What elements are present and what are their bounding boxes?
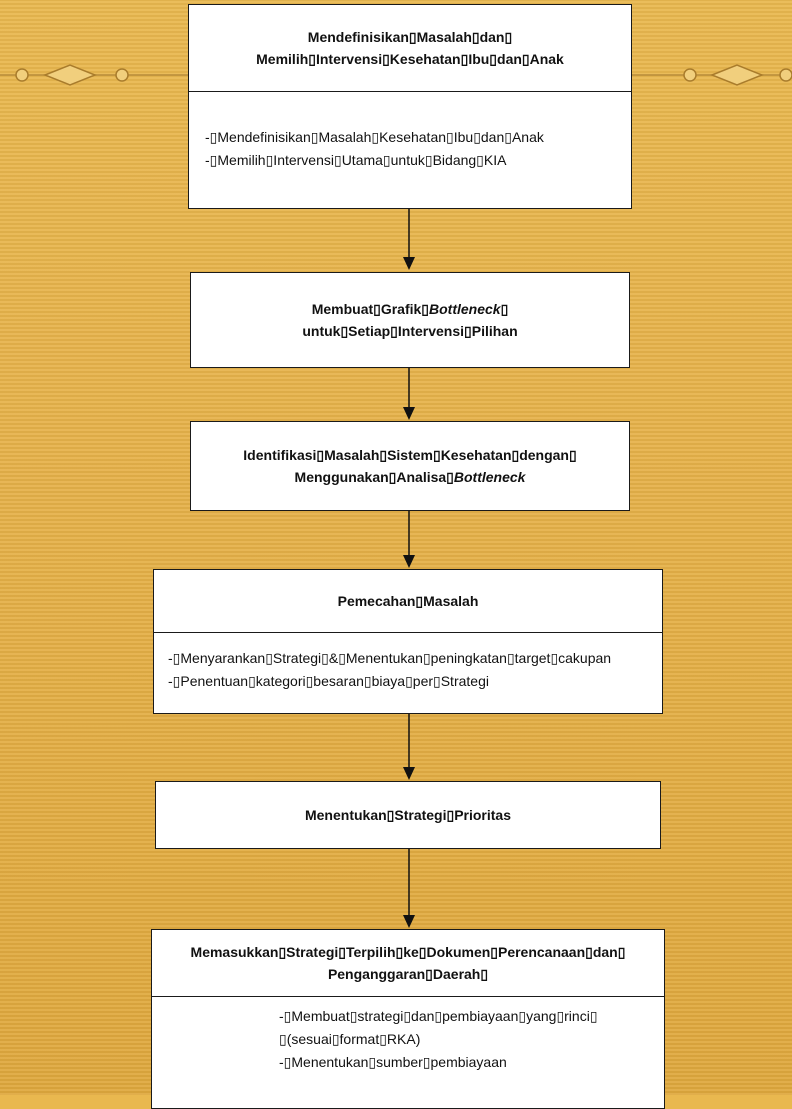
step-priority-strategy-box: Menentukan▯Strategi▯Prioritas <box>155 781 661 849</box>
step-problem-solving-box: Pemecahan▯Masalah -▯Menyarankan▯Strategi… <box>153 569 663 714</box>
step-title-line: Memilih▯Intervensi▯Kesehatan▯Ibu▯dan▯Ana… <box>256 51 564 67</box>
divider <box>154 632 662 633</box>
step-title-line: untuk▯Setiap▯Intervensi▯Pilihan <box>302 322 518 339</box>
step-title-line: Mendefinisikan▯Masalah▯dan▯ <box>307 29 513 45</box>
step-body-line: -▯Menyarankan▯Strategi▯&▯Menentukan▯peni… <box>168 650 612 666</box>
step-title-line: Pemecahan▯Masalah <box>337 593 479 609</box>
arrow-down-icon <box>403 511 415 568</box>
title-part: Membuat▯Grafik▯ <box>311 300 430 317</box>
step-title-line: Membuat▯Grafik▯Bottleneck▯ <box>312 298 509 320</box>
step-planning-document-box: Memasukkan▯Strategi▯Terpilih▯ke▯Dokumen▯… <box>151 929 665 1109</box>
step-title: Menentukan▯Strategi▯Prioritas <box>156 782 660 847</box>
title-italic-part: Bottleneck <box>429 300 501 317</box>
arrow-down-icon <box>403 714 415 780</box>
step-body: -▯Mendefinisikan▯Masalah▯Kesehatan▯Ibu▯d… <box>189 92 631 172</box>
step-identify-problem-box: Identifikasi▯Masalah▯Sistem▯Kesehatan▯de… <box>190 421 630 511</box>
ornament-right-icon <box>632 64 792 86</box>
step-define-problem-box: Mendefinisikan▯Masalah▯dan▯ Memilih▯Inte… <box>188 4 632 209</box>
step-title: Mendefinisikan▯Masalah▯dan▯ Memilih▯Inte… <box>189 5 631 91</box>
step-title: Identifikasi▯Masalah▯Sistem▯Kesehatan▯de… <box>191 422 629 509</box>
arrow-down-icon <box>403 368 415 420</box>
arrow-down-icon <box>403 849 415 928</box>
step-title: Membuat▯Grafik▯Bottleneck▯ untuk▯Setiap▯… <box>191 273 629 366</box>
step-title-line: Identifikasi▯Masalah▯Sistem▯Kesehatan▯de… <box>243 446 577 463</box>
step-body-line: -▯Penentuan▯kategori▯besaran▯biaya▯per▯S… <box>168 673 489 689</box>
ornament-left-icon <box>0 64 190 86</box>
arrow-down-icon <box>403 209 415 270</box>
divider <box>189 91 631 92</box>
step-title: Pemecahan▯Masalah <box>154 570 662 632</box>
step-body-line: -▯Memilih▯Intervensi▯Utama▯untuk▯Bidang▯… <box>205 152 507 168</box>
step-body: -▯Membuat▯strategi▯dan▯pembiayaan▯yang▯r… <box>152 997 664 1074</box>
step-bottleneck-chart-box: Membuat▯Grafik▯Bottleneck▯ untuk▯Setiap▯… <box>190 272 630 368</box>
step-title: Memasukkan▯Strategi▯Terpilih▯ke▯Dokumen▯… <box>152 930 664 996</box>
step-body-line: -▯Menentukan▯sumber▯pembiayaan <box>279 1054 507 1070</box>
step-title-line: Penganggaran▯Daerah▯ <box>327 966 489 982</box>
step-title-line: Memasukkan▯Strategi▯Terpilih▯ke▯Dokumen▯… <box>190 944 626 960</box>
step-title-line: Menentukan▯Strategi▯Prioritas <box>304 806 511 823</box>
step-title-line: Menggunakan▯Analisa▯Bottleneck <box>295 466 526 488</box>
step-body-line: ▯(sesuai▯format▯RKA) <box>279 1031 421 1047</box>
title-part: ▯ <box>500 300 509 317</box>
title-part: Menggunakan▯Analisa▯ <box>294 468 454 485</box>
divider <box>152 996 664 997</box>
step-body-line: -▯Membuat▯strategi▯dan▯pembiayaan▯yang▯r… <box>279 1008 598 1024</box>
step-body-line: -▯Mendefinisikan▯Masalah▯Kesehatan▯Ibu▯d… <box>205 129 544 145</box>
step-body: -▯Menyarankan▯Strategi▯&▯Menentukan▯peni… <box>154 633 662 693</box>
title-italic-part: Bottleneck <box>453 468 526 485</box>
